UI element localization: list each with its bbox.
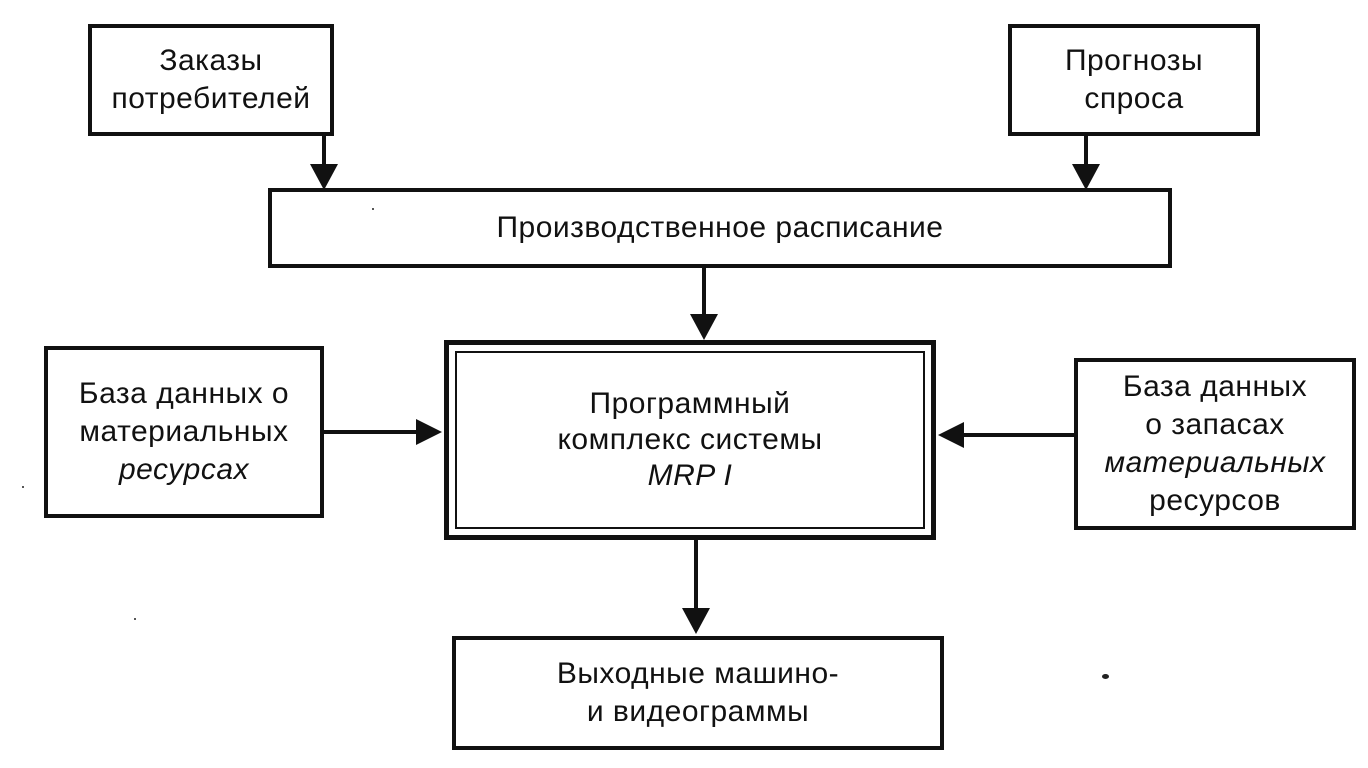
node-materials-database: База данных о материальных ресурсах xyxy=(44,346,324,518)
node-stock-database-line-4: ресурсов xyxy=(1149,484,1281,517)
node-production-schedule: Производственное расписание xyxy=(268,188,1172,268)
edge-forecast-to-schedule xyxy=(1072,136,1100,190)
node-demand-forecast-line-1: Прогнозы xyxy=(1064,44,1204,77)
scan-speck xyxy=(22,486,24,488)
edge-orders-to-schedule xyxy=(310,136,338,190)
node-mrp-software-complex-line-3: MRP I xyxy=(647,459,733,492)
node-output-documents: Выходные машино- и видеограммы xyxy=(452,636,944,750)
node-materials-database-line-2: материальных xyxy=(79,415,289,448)
edge-stock-db-to-core xyxy=(938,422,1074,448)
node-mrp-software-complex-line-2: комплекс системы xyxy=(557,423,823,456)
node-materials-database-line-1: База данных о xyxy=(78,377,290,410)
node-mrp-software-complex-line-1: Программный xyxy=(589,387,791,420)
edge-schedule-to-core xyxy=(690,268,718,340)
node-demand-forecast: Прогнозы спроса xyxy=(1008,24,1260,136)
scan-speck xyxy=(372,208,374,210)
node-materials-database-line-3: ресурсах xyxy=(118,453,250,486)
scan-speck xyxy=(134,618,136,620)
node-demand-forecast-line-2: спроса xyxy=(1084,82,1184,115)
node-stock-database-line-2: о запасах xyxy=(1145,408,1285,441)
node-mrp-software-complex: Программный комплекс системы MRP I xyxy=(444,340,936,540)
node-stock-database: База данных о запасах материальных ресур… xyxy=(1074,358,1356,530)
node-stock-database-line-1: База данных xyxy=(1122,370,1308,403)
node-customer-orders-line-2: потребителей xyxy=(111,82,311,115)
node-customer-orders-line-1: Заказы xyxy=(159,44,263,77)
node-customer-orders: Заказы потребителей xyxy=(88,24,334,136)
node-output-documents-line-1: Выходные машино- xyxy=(556,657,840,690)
scan-speck xyxy=(1102,674,1109,679)
node-output-documents-line-2: и видеограммы xyxy=(586,695,810,728)
node-stock-database-line-3: материальных xyxy=(1104,446,1326,479)
node-production-schedule-label: Производственное расписание xyxy=(496,211,944,244)
edge-core-to-output xyxy=(682,540,710,634)
edge-materials-db-to-core xyxy=(324,419,442,445)
